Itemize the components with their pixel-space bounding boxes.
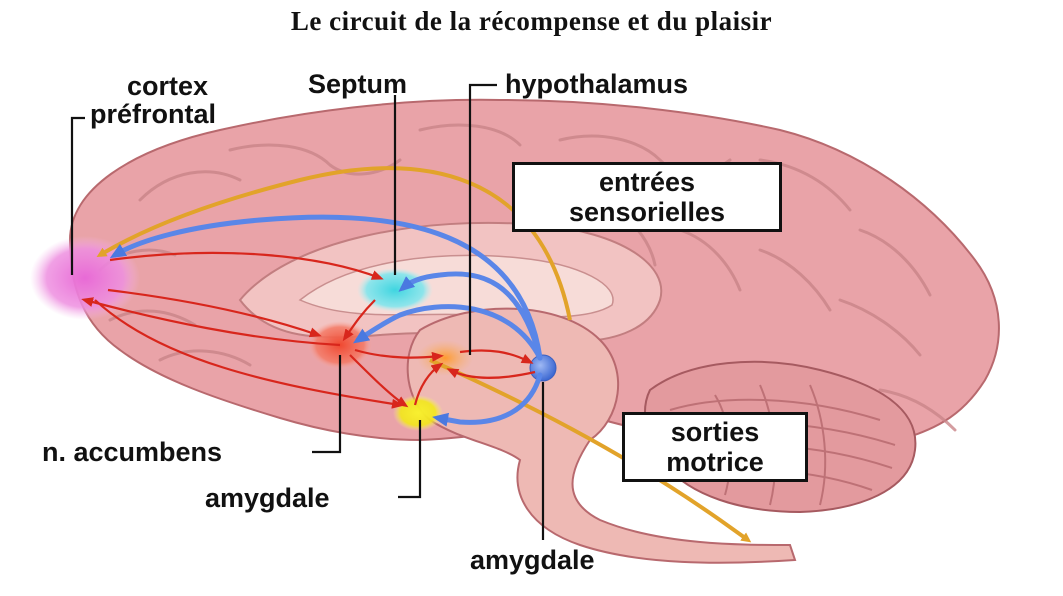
label-septum: Septum bbox=[308, 70, 407, 98]
label-amygdale-bottom: amygdale bbox=[470, 546, 595, 574]
amygdala-blue-region bbox=[530, 355, 556, 381]
label-cortex-line1: cortex bbox=[115, 72, 216, 100]
label-cortex: cortex préfrontal bbox=[115, 72, 216, 128]
box-entrees-line2: sensorielles bbox=[515, 197, 779, 227]
label-cortex-line2: préfrontal bbox=[90, 100, 216, 128]
label-hypothalamus: hypothalamus bbox=[505, 70, 688, 98]
box-sorties-line1: sorties bbox=[625, 417, 805, 447]
label-accumbens: n. accumbens bbox=[42, 438, 222, 466]
box-entrees-sensorielles: entrées sensorielles bbox=[512, 162, 782, 232]
box-sorties-line2: motrice bbox=[625, 447, 805, 477]
label-amygdale-left: amygdale bbox=[205, 484, 330, 512]
diagram-title: Le circuit de la récompense et du plaisi… bbox=[0, 6, 1063, 37]
box-entrees-line1: entrées bbox=[515, 167, 779, 197]
box-sorties-motrice: sorties motrice bbox=[622, 412, 808, 482]
